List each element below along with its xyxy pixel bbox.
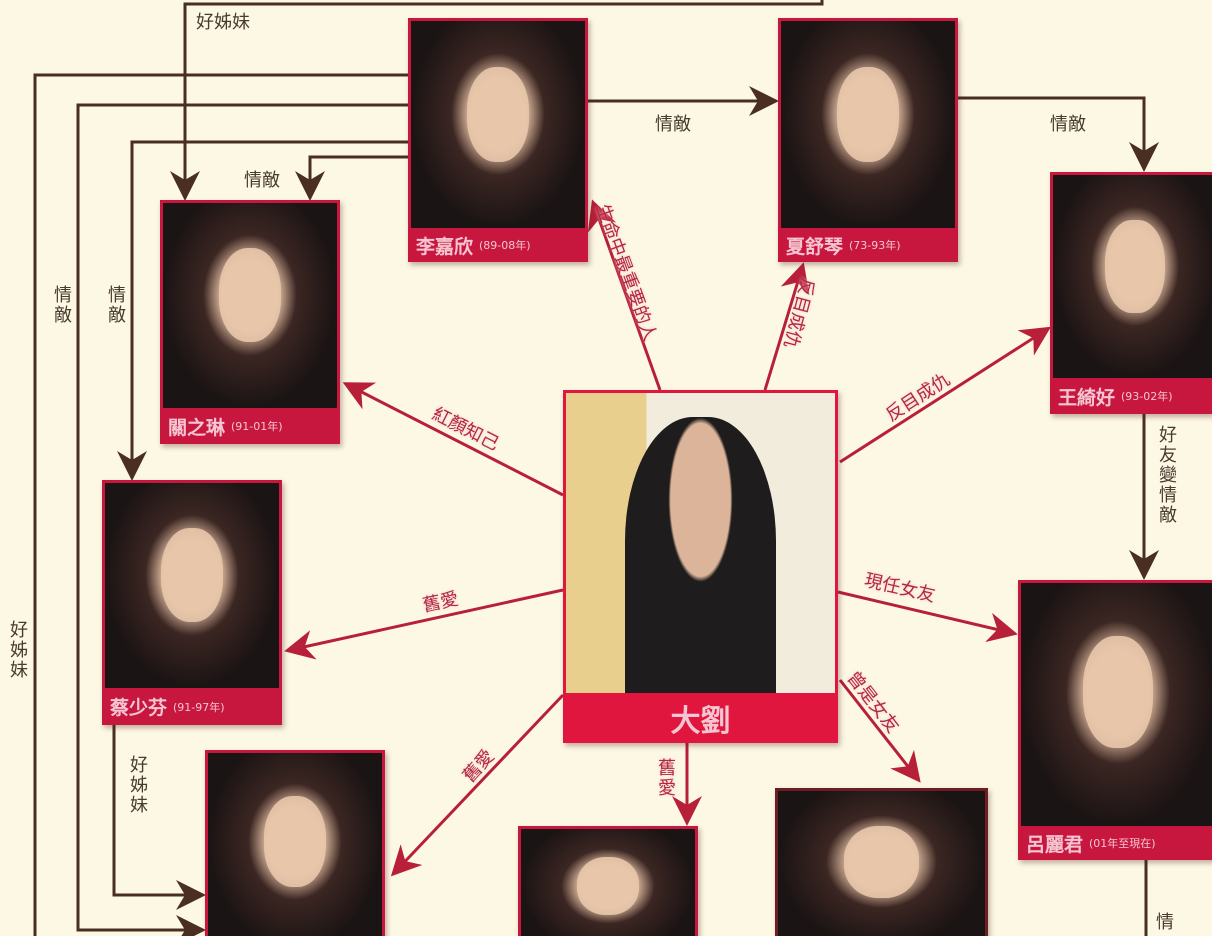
portrait [778,791,985,936]
line-rival-wang [958,96,1159,172]
arrow-fallout-xia [763,262,810,391]
person-card-bottom-middle [518,826,698,936]
arrow-fallout-wang [839,326,1052,464]
person-card-lu: 呂麗君 (01年至現在) [1018,580,1212,860]
person-years: (89-08年) [479,239,531,252]
person-years: (93-02年) [1121,390,1173,403]
center-name: 大劉 [670,704,731,739]
person-name: 李嘉欣 [416,235,474,258]
line-rival-left1 [33,73,408,936]
person-card-li: 李嘉欣 (89-08年) [408,18,588,262]
label-rivals: 情敵 [655,114,691,135]
label-friend-to-rival: 好友變情敵 [1156,425,1177,525]
name-bar: 關之琳 (91-01年) [160,408,340,444]
portrait [521,829,695,936]
portrait [163,203,337,408]
center-name-bar: 大劉 [563,693,838,743]
label-rivals: 情敵 [244,170,280,191]
arrow-current-gf [837,590,1018,643]
person-name: 關之琳 [168,416,226,439]
person-name: 王綺好 [1058,386,1116,409]
label-rivals: 情敵 [1050,114,1086,135]
arrow-confidante [342,382,564,497]
name-bar: 李嘉欣 (89-08年) [408,228,588,262]
person-years: (73-93年) [849,239,901,252]
label-rivals: 情敵 [105,285,126,325]
arrow-former-gf [838,679,921,783]
line-rival-guan [295,155,408,201]
person-card-cai: 蔡少芬 (91-97年) [102,480,282,725]
portrait [781,21,955,228]
center-card: 大劉 [563,390,838,743]
portrait [1021,583,1212,826]
portrait [1053,175,1212,378]
person-card-bottom-left [205,750,385,936]
line-sisters-top [170,0,824,201]
person-name: 呂麗君 [1026,833,1084,856]
label-good-sisters: 好姊妹 [127,755,148,815]
label-good-sisters: 好姊妹 [7,620,28,680]
name-bar: 王綺好 (93-02年) [1050,378,1212,414]
portrait [208,753,382,936]
name-bar: 呂麗君 (01年至現在) [1018,826,1212,860]
person-name: 夏舒琴 [786,235,844,258]
label-good-sisters: 好姊妹 [196,12,250,33]
label-rivals: 情敵 [51,285,72,325]
label-old-love: 舊愛 [655,758,676,798]
arrow-most-important [587,199,662,391]
person-years: (01年至現在) [1089,837,1156,850]
center-portrait [566,393,835,693]
person-card-xia: 夏舒琴 (73-93年) [778,18,958,262]
label-rivals: 情 [1156,912,1174,933]
person-card-guan: 關之琳 (91-01年) [160,200,340,444]
person-years: (91-97年) [173,700,225,714]
arrow-old-love-bl [390,693,565,877]
person-years: (91-01年) [231,420,283,433]
person-name: 蔡少芬 [110,697,168,719]
line-rival-cai [117,140,408,481]
person-card-bottom-right [775,788,988,936]
portrait [105,483,279,688]
person-card-wang: 王綺好 (93-02年) [1050,172,1212,414]
line-sisters-cai [112,725,206,910]
name-bar: 蔡少芬 (91-97年) [102,688,282,725]
portrait [411,21,585,228]
arrow-old-love-cai [284,588,564,660]
line-rival-left2 [76,103,408,936]
name-bar: 夏舒琴 (73-93年) [778,228,958,262]
